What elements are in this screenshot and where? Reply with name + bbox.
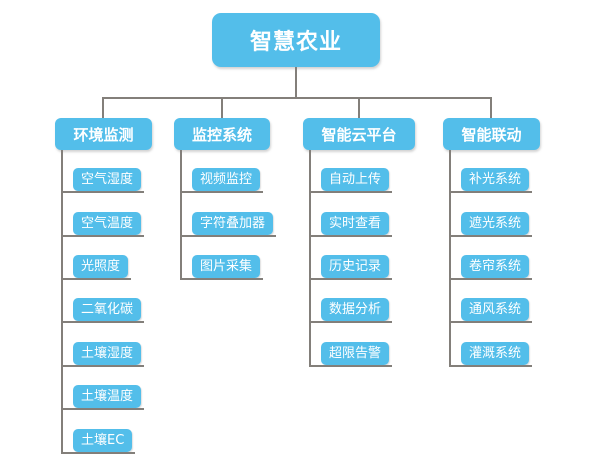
child-node-label: 土壤EC — [73, 429, 133, 452]
child-node-label: 实时查看 — [321, 212, 390, 235]
branch-node-smart-cloud-platform: 智能云平台 — [303, 118, 415, 150]
child-node-label: 数据分析 — [321, 298, 390, 321]
child-node-label: 光照度 — [73, 255, 129, 278]
connector-drop-smart-linkage — [490, 97, 492, 118]
trunk-smart-cloud-platform — [309, 150, 311, 367]
child-node-image-capture: 图片采集 — [180, 255, 264, 280]
connector-drop-cloud-platform — [358, 97, 360, 118]
child-node-shading-system: 遮光系统 — [449, 212, 533, 237]
child-node-label: 历史记录 — [321, 255, 390, 278]
child-node-label: 空气湿度 — [73, 168, 142, 191]
connector-drop-env-monitoring — [102, 97, 104, 118]
child-node-label: 自动上传 — [321, 168, 390, 191]
child-node-soil-temperature: 土壤温度 — [61, 385, 145, 410]
child-node-soil-ec: 土壤EC — [61, 429, 136, 454]
child-node-label: 补光系统 — [461, 168, 530, 191]
child-node-fill-light-system: 补光系统 — [449, 168, 533, 193]
child-node-video-surveillance: 视频监控 — [180, 168, 264, 193]
child-node-soil-moisture: 土壤湿度 — [61, 342, 145, 367]
child-node-air-humidity: 空气湿度 — [61, 168, 145, 193]
child-node-realtime-view: 实时查看 — [309, 212, 393, 237]
child-node-label: 遮光系统 — [461, 212, 530, 235]
child-node-roller-curtain-system: 卷帘系统 — [449, 255, 533, 280]
child-node-auto-upload: 自动上传 — [309, 168, 393, 193]
child-node-label: 卷帘系统 — [461, 255, 530, 278]
child-node-label: 视频监控 — [192, 168, 261, 191]
child-node-label: 超限告警 — [321, 342, 390, 365]
child-node-data-analysis: 数据分析 — [309, 298, 393, 323]
child-node-label: 图片采集 — [192, 255, 261, 278]
child-node-character-overlay: 字符叠加器 — [180, 212, 277, 237]
child-node-light-intensity: 光照度 — [61, 255, 132, 280]
root-node-smart-agriculture: 智慧农业 — [212, 13, 380, 67]
connector-root-riser — [295, 67, 297, 98]
trunk-smart-linkage — [449, 150, 451, 367]
child-node-ventilation-system: 通风系统 — [449, 298, 533, 323]
child-node-threshold-alarm: 超限告警 — [309, 342, 393, 367]
branch-node-smart-linkage: 智能联动 — [443, 118, 540, 150]
child-node-label: 二氧化碳 — [73, 298, 142, 321]
child-node-label: 灌溉系统 — [461, 342, 530, 365]
child-node-label: 土壤湿度 — [73, 342, 142, 365]
child-node-irrigation-system: 灌溉系统 — [449, 342, 533, 367]
child-node-label: 土壤温度 — [73, 385, 142, 408]
branch-node-env-monitoring: 环境监测 — [55, 118, 152, 150]
trunk-surveillance-system — [180, 150, 182, 280]
child-node-history-records: 历史记录 — [309, 255, 393, 280]
child-node-label: 空气温度 — [73, 212, 142, 235]
connector-horizontal-bus — [102, 97, 492, 99]
child-node-label: 通风系统 — [461, 298, 530, 321]
branch-node-surveillance-system: 监控系统 — [174, 118, 270, 150]
connector-drop-surveillance — [221, 97, 223, 118]
child-node-label: 字符叠加器 — [192, 212, 274, 235]
child-node-carbon-dioxide: 二氧化碳 — [61, 298, 145, 323]
trunk-env-monitoring — [61, 150, 63, 454]
child-node-air-temperature: 空气温度 — [61, 212, 145, 237]
